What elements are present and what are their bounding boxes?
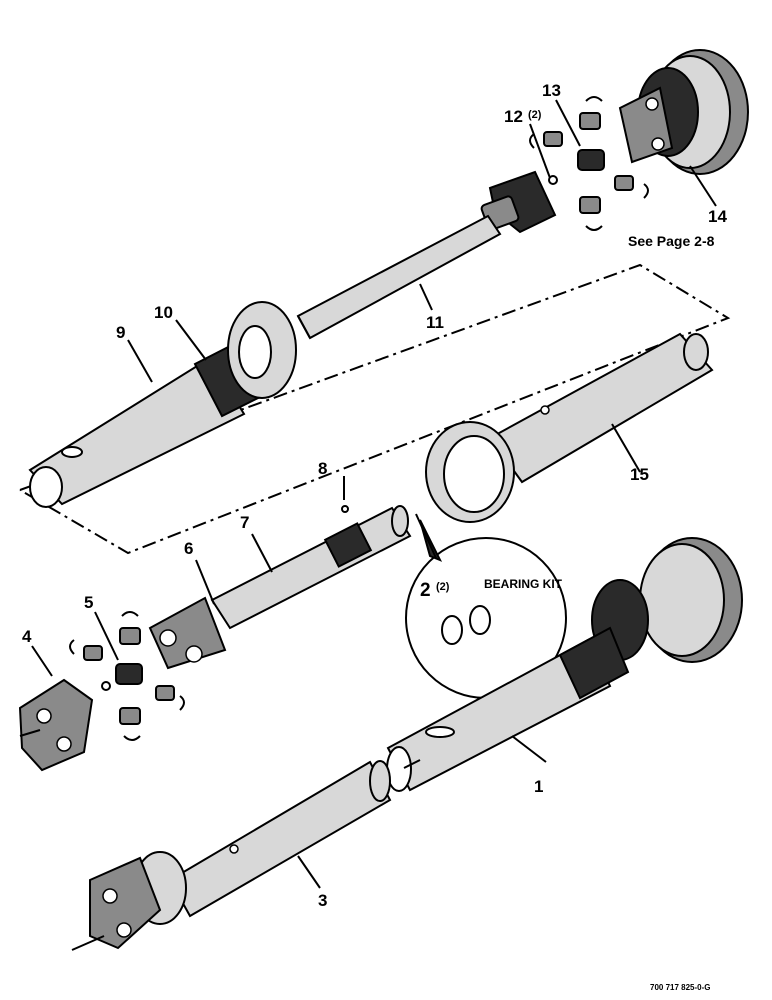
callout-15: 15 [630,465,649,484]
leader-lines [31,99,717,889]
callout-12-qty: (2) [528,109,542,121]
callout-13: 13 [542,81,561,100]
upper-yoke-and-shaft [296,170,557,340]
callout-9: 9 [116,323,125,342]
bearing-kit-label: BEARING KIT [484,577,563,591]
upper-cross-and-bearings [529,96,649,231]
callout-14: 14 [708,207,727,226]
callout-6: 6 [184,539,193,558]
callout-10: 10 [154,303,173,322]
inner-tube-15 [425,332,714,523]
callout-1: 1 [534,777,543,796]
callout-12: 12 [504,107,523,126]
callout-3: 3 [318,891,327,910]
outer-tube-1 [386,626,630,792]
callout-2-qty: (2) [436,581,450,593]
outer-tube-9-10 [28,301,297,508]
callout-4: 4 [22,627,32,646]
drawing-number: 700 717 825-0-G [650,983,711,992]
tractor-yoke-4 [18,678,94,772]
callout-8: 8 [318,459,327,478]
lower-cross-and-bearings [69,611,185,741]
callout-2: 2 [420,580,431,601]
inner-tube-3 [89,760,392,950]
see-page-note: See Page 2-8 [628,233,715,249]
assembly-boundary [19,263,731,555]
upper-gearbox [618,49,749,175]
callout-5: 5 [84,593,93,612]
callout-7: 7 [240,513,249,532]
lower-gearbox [591,537,743,663]
callout-11: 11 [426,313,444,332]
bearing-kit-detail [405,513,567,699]
inner-shaft-6-7-8 [148,505,412,670]
